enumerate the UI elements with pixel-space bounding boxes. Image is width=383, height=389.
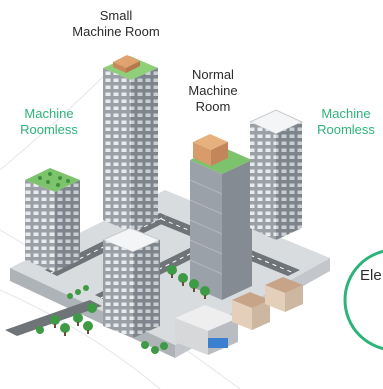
label-line: Machine xyxy=(321,106,371,121)
building-machine-roomless-left xyxy=(25,168,80,272)
label-machine-roomless-left: Machine Roomless xyxy=(14,106,84,138)
label-line: Roomless xyxy=(20,122,78,137)
label-line: Roomless xyxy=(317,122,375,137)
label-machine-roomless-right: Machine Roomless xyxy=(312,106,380,138)
label-line: Machine xyxy=(24,106,74,121)
label-line: Small xyxy=(99,8,133,23)
building-small-machine-room xyxy=(103,55,158,232)
label-line: Machine xyxy=(188,83,238,98)
building-front-tower xyxy=(101,227,162,338)
badge-text: Ele xyxy=(360,267,382,284)
elevator-badge xyxy=(343,249,383,351)
label-line: Normal xyxy=(192,67,234,82)
label-normal-machine-room: Normal Machine Room xyxy=(178,67,248,115)
label-line: Machine Room xyxy=(72,24,160,39)
building-machine-roomless-right xyxy=(248,109,304,240)
building-normal-machine-room xyxy=(189,134,252,300)
label-line: Room xyxy=(195,99,231,114)
trees xyxy=(36,265,210,354)
label-small-machine-room: Small Machine Room xyxy=(64,8,168,40)
tree-trunks xyxy=(54,274,206,336)
low-buildings xyxy=(175,277,303,355)
